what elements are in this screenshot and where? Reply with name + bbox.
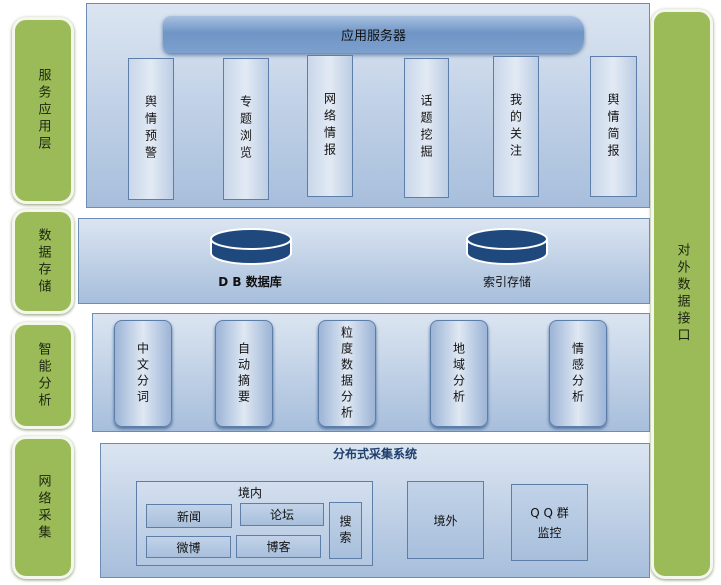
source-blog: 博客 — [236, 535, 321, 558]
db-label: D B 数据库 — [218, 275, 282, 289]
source-news: 新闻 — [146, 504, 232, 528]
layer-label-storage: 数据存储 — [12, 209, 74, 314]
analysis-module: 中文分词 — [114, 320, 172, 427]
analysis-module: 情感分析 — [549, 320, 607, 427]
database-icon — [210, 228, 292, 265]
domestic-title: 境内 — [237, 486, 262, 500]
analysis-module: 地域分析 — [430, 320, 488, 427]
index-storage-icon — [466, 228, 548, 265]
app-module: 舆情简报 — [590, 56, 637, 197]
qq-group-monitor-box: Q Q 群 监控 — [511, 484, 588, 561]
analysis-module: 自动摘要 — [215, 320, 273, 427]
source-forum: 论坛 — [240, 503, 324, 526]
analysis-module: 粒度数据分析 — [318, 320, 376, 427]
foreign-box: 境外 — [407, 481, 484, 559]
source-weibo: 微博 — [146, 536, 231, 558]
layer-label-service: 服务应用层 — [12, 17, 74, 204]
app-server-bar: 应用服务器 — [163, 16, 584, 53]
external-interface-label: 对外数据接口 — [651, 9, 713, 579]
index-storage-label: 索引存储 — [482, 275, 531, 289]
app-module: 专题浏览 — [223, 58, 269, 200]
storage-layer-panel — [78, 218, 650, 304]
layer-label-analysis: 智能分析 — [12, 322, 74, 429]
source-search: 搜索 — [329, 502, 362, 559]
collection-title: 分布式采集系统 — [332, 447, 417, 461]
app-module: 我的关注 — [493, 56, 539, 197]
app-module: 舆情预警 — [128, 58, 174, 200]
layer-label-collection: 网络采集 — [12, 436, 74, 579]
app-module: 网络情报 — [307, 55, 353, 197]
app-server-label: 应用服务器 — [340, 29, 406, 44]
app-module: 话题挖掘 — [404, 58, 449, 198]
